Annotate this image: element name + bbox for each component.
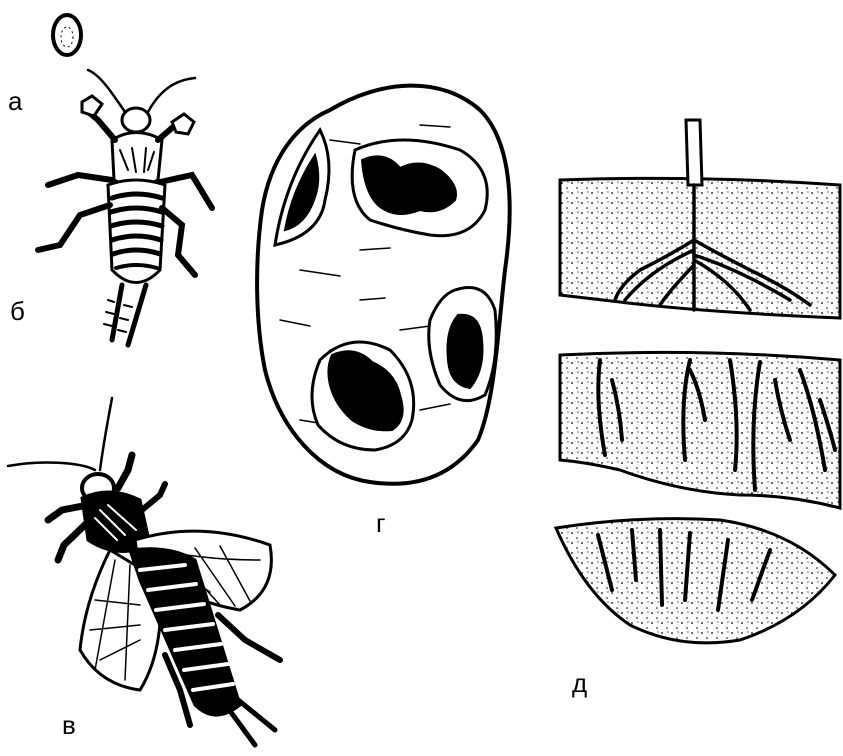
label-d: д xyxy=(572,670,587,696)
label-v: в xyxy=(62,712,76,738)
label-a: а xyxy=(8,88,22,114)
adult-insect-drawing xyxy=(8,398,280,745)
damaged-tuber-drawing xyxy=(257,86,510,484)
soil-sections-drawing xyxy=(556,120,840,643)
egg-drawing xyxy=(53,15,81,55)
label-g: г xyxy=(376,510,385,536)
label-b: б xyxy=(10,298,25,324)
larva-drawing xyxy=(38,70,212,345)
